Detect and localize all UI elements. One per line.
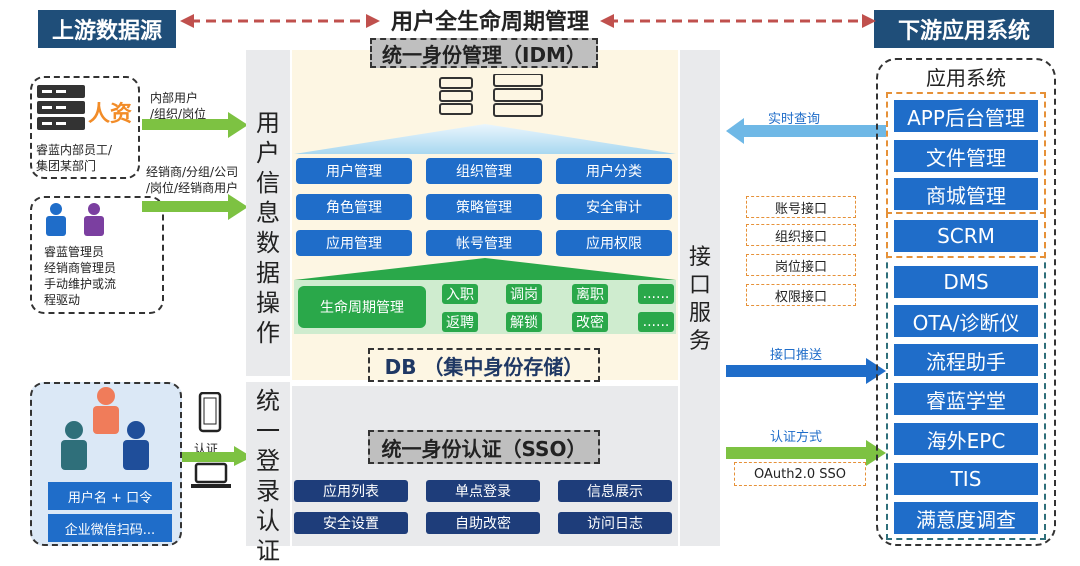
app-overseas-epc[interactable]: 海外EPC	[894, 423, 1038, 455]
sso-login-label: 统一登录认证	[256, 387, 280, 565]
auth-method-label: 认证方式	[770, 430, 823, 445]
sso-access-log[interactable]: 访问日志	[558, 512, 672, 534]
idm-server-icon	[439, 74, 543, 117]
data-ops-label: 用户信息数据操作	[256, 109, 280, 347]
idm-policy-mgmt[interactable]: 策略管理	[426, 194, 542, 220]
db-storage: DB （集中身份存储）	[368, 348, 600, 382]
mobile-phone-icon	[198, 392, 222, 433]
app-backend-mgmt[interactable]: APP后台管理	[894, 100, 1038, 132]
idm-title: 统一身份管理（IDM）	[370, 38, 598, 68]
hr-source-box	[30, 76, 140, 179]
sso-app-list[interactable]: 应用列表	[294, 480, 408, 502]
interface-push-label: 接口推送	[770, 348, 823, 363]
page-title: 用户全生命周期管理	[390, 10, 589, 35]
lifecycle-more-1[interactable]: ......	[638, 284, 674, 304]
hr-arrow-label: 内部用户 /组织/岗位	[150, 91, 207, 121]
idm-role-mgmt[interactable]: 角色管理	[296, 194, 412, 220]
lifecycle-unlock[interactable]: 解锁	[506, 312, 542, 332]
position-interface: 岗位接口	[746, 254, 856, 276]
admin-arrow-label: 经销商/分组/公司 /岗位/经销商用户	[146, 165, 239, 195]
account-interface: 账号接口	[746, 196, 856, 218]
lifecycle-offboard[interactable]: 离职	[572, 284, 608, 304]
realtime-query-label: 实时查询	[768, 112, 821, 127]
server-icon	[37, 85, 85, 130]
downstream-header: 下游应用系统	[874, 10, 1054, 48]
interface-service-column	[680, 50, 720, 546]
sso-title: 统一身份认证（SSO）	[368, 430, 600, 464]
app-satisfaction-survey[interactable]: 满意度调查	[894, 502, 1038, 534]
hr-arrow	[142, 112, 248, 138]
sso-info-display[interactable]: 信息展示	[558, 480, 672, 502]
sso-self-service-password[interactable]: 自助改密	[426, 512, 540, 534]
lifecycle-rehire[interactable]: 返聘	[442, 312, 478, 332]
idm-app-permission[interactable]: 应用权限	[556, 230, 672, 256]
idm-user-category[interactable]: 用户分类	[556, 158, 672, 184]
app-dms[interactable]: DMS	[894, 266, 1038, 298]
idm-funnel-top	[294, 124, 676, 154]
lifecycle-transfer[interactable]: 调岗	[506, 284, 542, 304]
idm-app-mgmt[interactable]: 应用管理	[296, 230, 412, 256]
admin-arrow	[142, 194, 248, 220]
app-system-title: 应用系统	[926, 66, 1006, 90]
auth-arrow	[182, 446, 252, 466]
sso-login-column	[246, 382, 290, 546]
app-tis[interactable]: TIS	[894, 463, 1038, 495]
top-double-arrows	[180, 14, 876, 28]
idm-org-mgmt[interactable]: 组织管理	[426, 158, 542, 184]
upstream-header: 上游数据源	[38, 10, 176, 48]
app-system-box	[876, 58, 1056, 546]
data-ops-column	[246, 50, 290, 376]
mall-mgmt[interactable]: 商城管理	[894, 178, 1038, 210]
admin-users-icon	[46, 203, 104, 236]
idm-funnel-green	[294, 258, 676, 280]
sso-security-settings[interactable]: 安全设置	[294, 512, 408, 534]
users-group-icon	[61, 387, 149, 470]
interface-push-arrow	[726, 358, 886, 384]
oauth-sso-box: OAuth2.0 SSO	[734, 462, 866, 486]
hr-caption: 睿蓝内部员工/ 集团某部门	[36, 143, 113, 173]
app-learning-hall[interactable]: 睿蓝学堂	[894, 383, 1038, 415]
file-mgmt[interactable]: 文件管理	[894, 140, 1038, 172]
idm-security-audit[interactable]: 安全审计	[556, 194, 672, 220]
laptop-icon	[191, 462, 231, 488]
idm-user-mgmt[interactable]: 用户管理	[296, 158, 412, 184]
realtime-query-arrow	[726, 118, 886, 144]
sso-single-sign-on[interactable]: 单点登录	[426, 480, 540, 502]
idm-account-mgmt[interactable]: 帐号管理	[426, 230, 542, 256]
lifecycle-mgmt[interactable]: 生命周期管理	[298, 286, 426, 328]
app-ota-diagnostic[interactable]: OTA/诊断仪	[894, 305, 1038, 337]
scrm-highlight	[886, 212, 1046, 258]
org-interface: 组织接口	[746, 224, 856, 246]
lifecycle-onboard[interactable]: 入职	[442, 284, 478, 304]
login-method-password: 用户名 + 口令	[48, 482, 172, 510]
lifecycle-change-password[interactable]: 改密	[572, 312, 608, 332]
admin-caption: 睿蓝管理员 经销商管理员 手动维护或流 程驱动	[44, 245, 117, 307]
permission-interface: 权限接口	[746, 284, 856, 306]
login-method-wecom: 企业微信扫码...	[48, 514, 172, 542]
app-scrm[interactable]: SCRM	[894, 220, 1038, 252]
app-process-assistant[interactable]: 流程助手	[894, 344, 1038, 376]
hr-label: 人资	[88, 102, 133, 127]
admin-source-box	[30, 196, 164, 314]
interface-service-label: 接口服务	[688, 245, 711, 354]
lifecycle-more-2[interactable]: ......	[638, 312, 674, 332]
